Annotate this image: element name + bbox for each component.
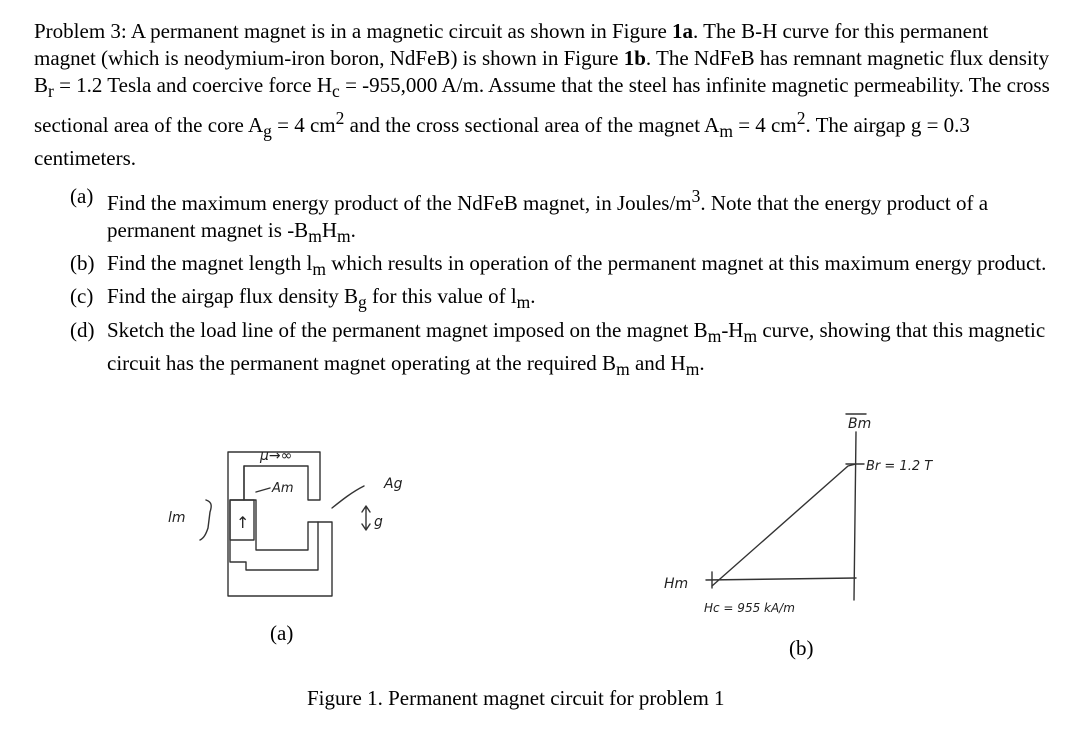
part-c: (c)Find the airgap flux density Bg for t… [70, 284, 536, 313]
core-inner [243, 465, 319, 551]
lm-bracket [199, 499, 212, 541]
magnet-block [229, 499, 255, 541]
hm-axis-label: Hm [664, 576, 688, 592]
br-annotation: Br = 1.2 T [866, 459, 933, 474]
hc-annotation: Hc = 955 kA/m [704, 601, 795, 615]
g-annotation: g [374, 514, 383, 530]
am-leader [255, 487, 271, 493]
problem-statement: Problem 3: A permanent magnet is in a ma… [34, 19, 1050, 171]
figure-ref-1a: 1a [672, 19, 694, 43]
magnet-arrow: ↑ [236, 513, 249, 532]
figure-caption: Figure 1. Permanent magnet circuit for p… [307, 686, 725, 710]
bm-axis-label: Bm [848, 416, 871, 432]
h-axis-line [705, 577, 857, 581]
figure-1b-label: (b) [789, 636, 814, 660]
ag-annotation: Ag [383, 476, 403, 492]
ag-leader [331, 485, 365, 509]
b-axis-line [853, 431, 857, 601]
mu-annotation: μ→∞ [259, 448, 292, 464]
am-annotation: Am [271, 481, 294, 496]
problem-parts: (a)Find the maximum energy product of th… [70, 183, 1050, 383]
figure-1b-bh-curve: Bm Br = 1.2 T Hm Hc = 955 kA/m [664, 413, 933, 615]
figure-1a-circuit: μ→∞ Am Ag g lm ↑ [168, 448, 403, 597]
demag-line [711, 463, 857, 587]
figure-ref-1b: 1b [623, 46, 646, 70]
core-outer [227, 451, 333, 597]
part-d: (d)Sketch the load line of the permanent… [70, 317, 1046, 379]
part-b: (b)Find the magnet length lm which resul… [70, 251, 1047, 280]
figure-1a-label: (a) [270, 621, 294, 645]
part-a: (a)Find the maximum energy product of th… [70, 184, 989, 247]
g-arrow [361, 505, 371, 531]
lm-annotation: lm [168, 510, 186, 526]
